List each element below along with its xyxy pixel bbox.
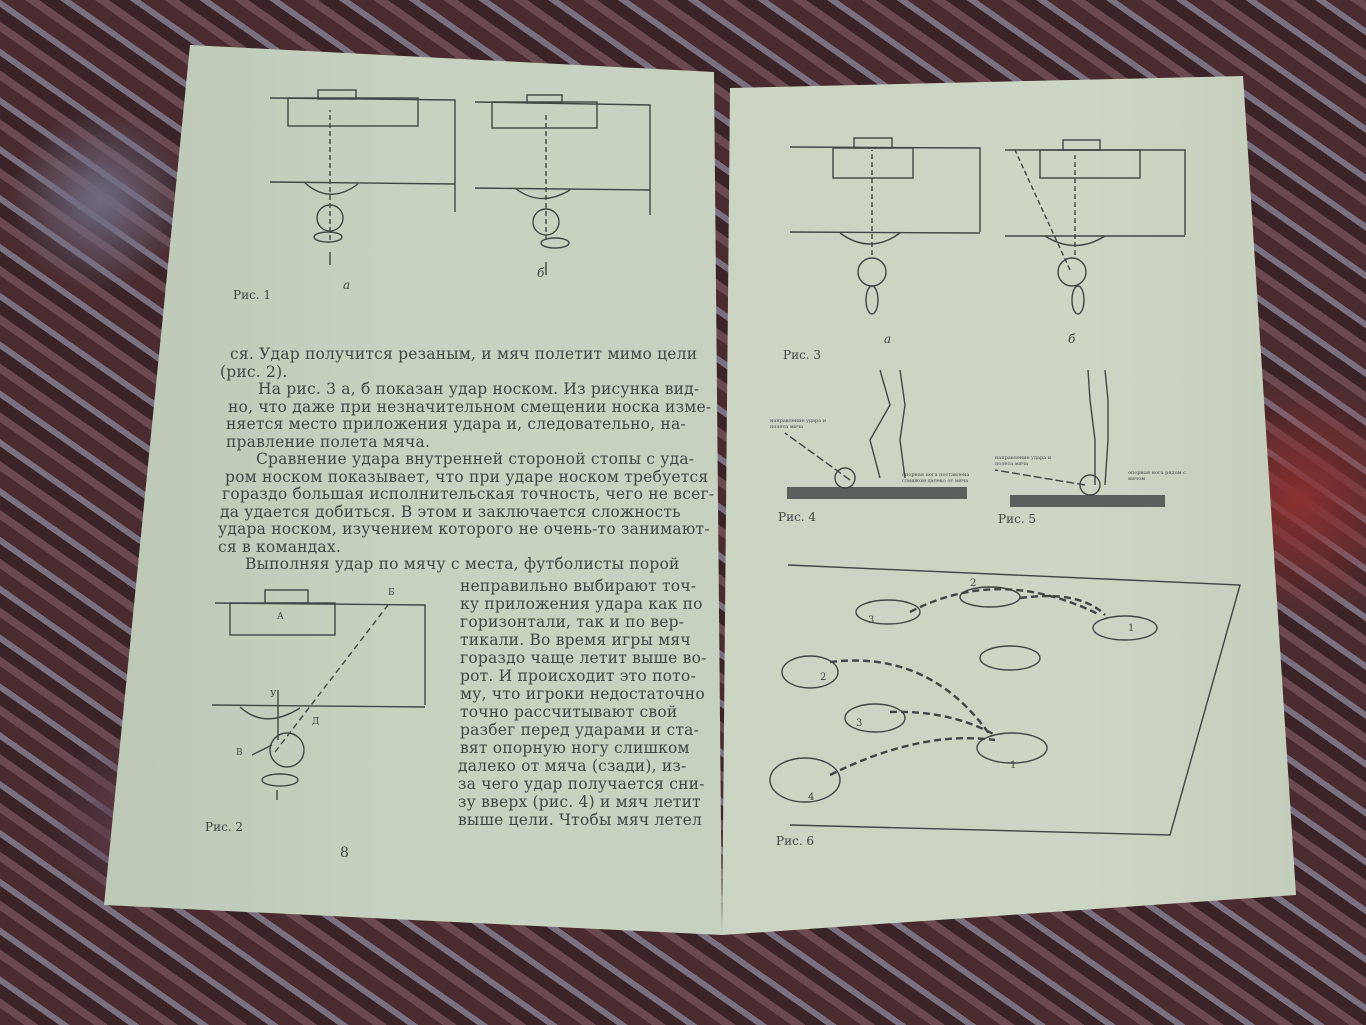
- text-line: Выполняя удар по мячу с места, футболист…: [245, 555, 680, 573]
- text-line: гораздо большая исполнительская точность…: [222, 485, 715, 503]
- fig2-label-a: А: [277, 612, 284, 622]
- text-line: далеко от мяча (сзади), из-: [458, 757, 687, 775]
- text-line: (рис. 2).: [220, 362, 288, 381]
- text-line: за чего удар получается сни-: [458, 775, 705, 793]
- text-line: зу вверх (рис. 4) и мяч летит: [458, 793, 701, 811]
- fig5-foot-label: опорная нога рядом с мячом: [1128, 470, 1186, 482]
- fig3-caption: Рис. 3: [783, 348, 822, 362]
- fig6-player-number: 2: [820, 672, 827, 683]
- text-line: На рис. 3 а, б показан удар носком. Из р…: [258, 380, 700, 398]
- text-line: Сравнение удара внутренней стороной стоп…: [256, 450, 695, 468]
- text-line: рот. И происходит это пото-: [460, 667, 696, 685]
- page-number: 8: [340, 845, 349, 861]
- text-line: правление полета мяча.: [226, 432, 431, 451]
- fig4-direction-label: направление удара и полета мяча: [770, 418, 827, 430]
- fig2-caption: Рис. 2: [205, 820, 244, 834]
- text-line: му, что игроки недостаточно: [460, 685, 705, 703]
- figure-3b: [1005, 139, 1186, 315]
- figure-4: [784, 369, 967, 499]
- fig3a-label: а: [884, 332, 892, 346]
- text-line: вят опорную ногу слишком: [460, 739, 690, 757]
- figure-1b: [474, 94, 651, 275]
- text-line: ку приложения удара как по: [460, 595, 703, 613]
- text-line: неправильно выбирают точ-: [460, 577, 697, 595]
- fig1a-label: а: [343, 278, 351, 292]
- fig6-caption: Рис. 6: [776, 834, 815, 848]
- text-line: точно рассчитывают свой: [460, 703, 678, 721]
- fig6-player-number: 1: [1010, 760, 1017, 771]
- figure-3a: [789, 137, 981, 315]
- fig1-caption: Рис. 1: [233, 288, 272, 302]
- fig3b-label: б: [1068, 332, 1076, 346]
- fig6-player-number: 4: [808, 792, 815, 803]
- fig4-foot-label: опорная нога поставлена слишком далеко о…: [902, 472, 970, 484]
- text-line: няется место приложения удара и, следова…: [226, 415, 686, 433]
- text-line: горизонтали, так и по вер-: [460, 613, 685, 631]
- figure-2: [211, 589, 426, 800]
- text-line: выше цели. Чтобы мяч летел: [458, 811, 703, 829]
- fig4-caption: Рис. 4: [778, 510, 817, 524]
- fig2-label-u: У: [270, 690, 277, 700]
- text-line: ся в командах.: [218, 537, 341, 556]
- fig5-direction-label: направление удара и полета мяча: [995, 455, 1052, 467]
- text-line: разбег перед ударами и ста-: [460, 721, 700, 739]
- fig6-player-number: 3: [868, 615, 875, 626]
- text-line: тикали. Во время игры мяч: [460, 631, 691, 649]
- fig2-label-d: Д: [312, 717, 320, 727]
- text-line: ром носком показывает, что при ударе нос…: [225, 467, 709, 486]
- fig6-player-number: 2: [970, 578, 977, 589]
- text-line: да удается добиться. В этом и заключаетс…: [220, 502, 681, 521]
- text-line: ся. Удар получится резаным, и мяч полети…: [230, 345, 698, 363]
- text-line: гораздо чаще летит выше во-: [460, 649, 707, 667]
- text-line: удара носком, изучением которого не очен…: [218, 520, 710, 538]
- fig2-label-b: Б: [388, 588, 395, 598]
- fig6-player-number: 1: [1128, 623, 1135, 634]
- fig6-player-number: 3: [856, 718, 863, 729]
- figure-5: [994, 369, 1165, 507]
- fig2-label-v: В: [236, 748, 243, 758]
- fig1b-label: б: [537, 266, 545, 280]
- figure-6: [769, 564, 1241, 836]
- text-line: но, что даже при незначительном смещении…: [228, 397, 712, 416]
- figure-1a: [269, 89, 456, 265]
- fig5-caption: Рис. 5: [998, 512, 1037, 526]
